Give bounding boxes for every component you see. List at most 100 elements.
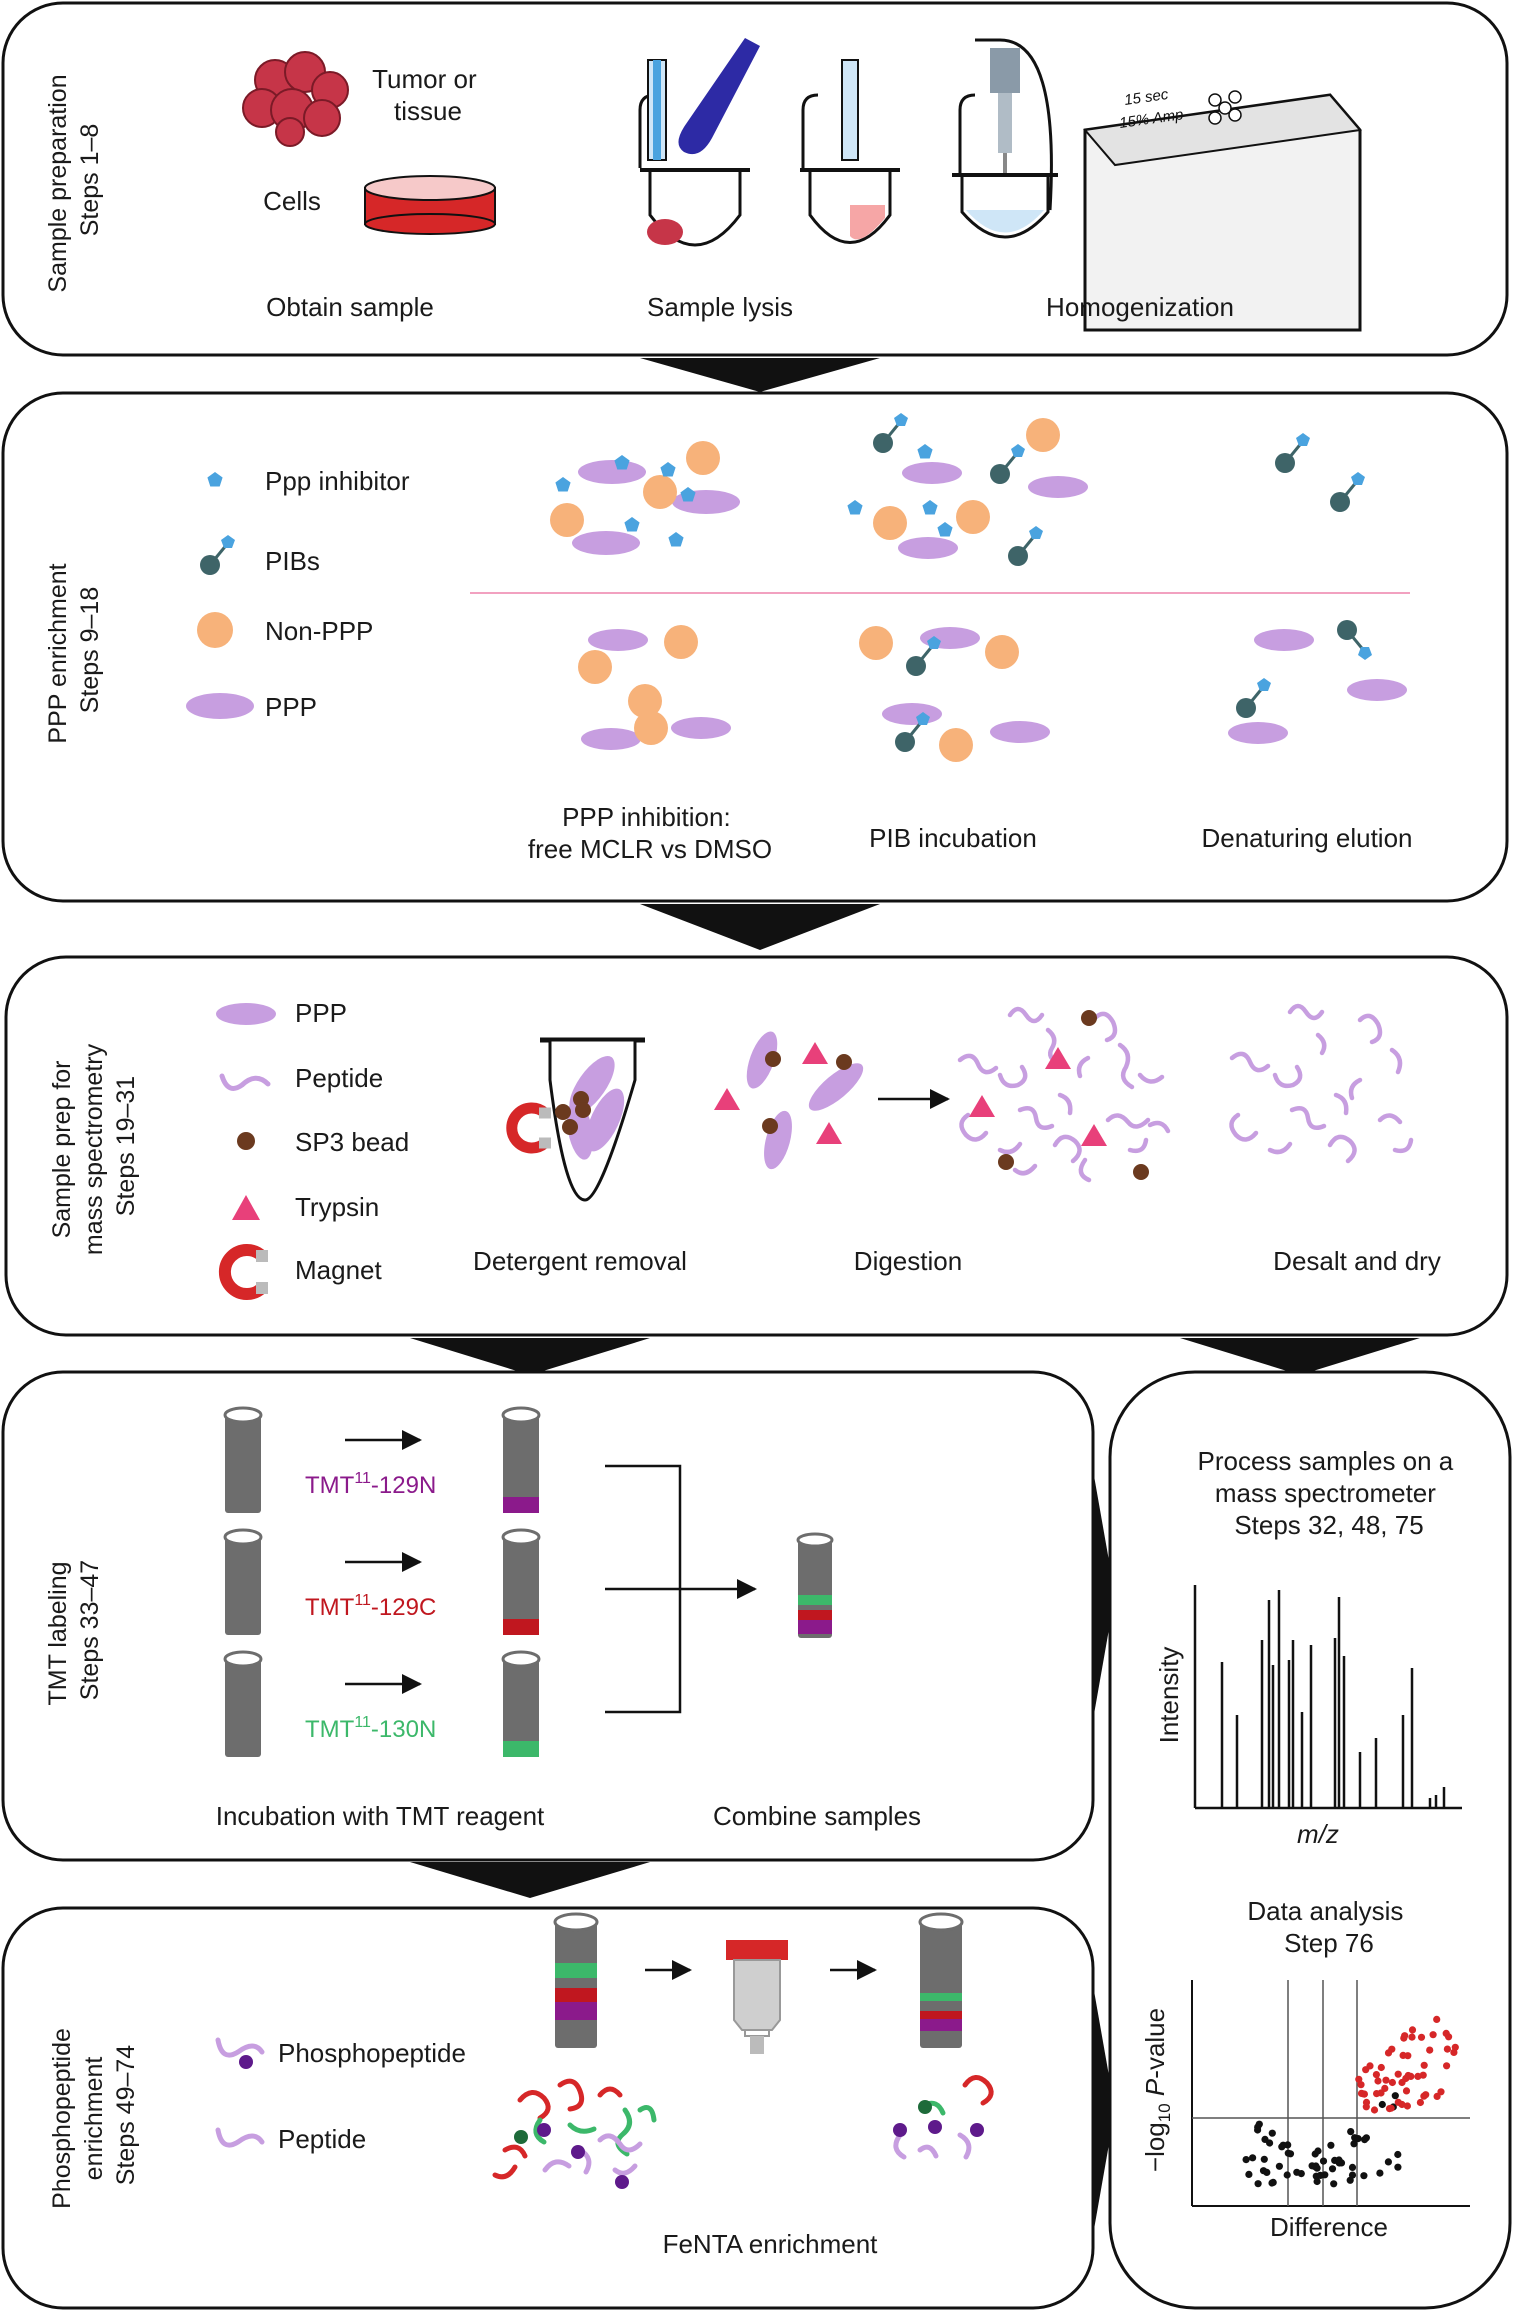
volcano-points-black [1242, 2092, 1402, 2188]
flow-arrow [1093, 1470, 1115, 1720]
volcano-point [1242, 2156, 1250, 2164]
flow-arrow [410, 1338, 650, 1375]
phosphopeptide-icon [215, 2037, 265, 2069]
ppp-icon [186, 693, 254, 719]
illustration-enriched-markers [893, 2100, 984, 2137]
volcano-point [1327, 2141, 1335, 2149]
volcano-point [1376, 2169, 1384, 2177]
volcano-plot [1191, 1980, 1470, 2207]
non-ppp-icon [197, 612, 233, 648]
volcano-point-significant [1374, 2077, 1382, 2085]
flow-arrow [410, 1862, 650, 1898]
step-digestion: Digestion [854, 1246, 962, 1276]
trypsin-icon [232, 1195, 260, 1220]
volcano-point-significant [1426, 2046, 1434, 2054]
volcano-xlabel: Difference [1270, 2212, 1388, 2242]
legend-trypsin: Trypsin [295, 1192, 379, 1222]
pipette-icon [638, 59, 667, 168]
ppp-icon [216, 1003, 276, 1025]
volcano-point-significant [1429, 2031, 1437, 2039]
magnet-icon [218, 1244, 268, 1300]
volcano-point [1394, 2150, 1402, 2159]
tube-icon [640, 168, 750, 247]
illustration-digestion-markers [969, 1010, 1149, 1180]
volcano-ylabel: −log10 P-value [1140, 2008, 1174, 2172]
illustration-mixed-peptides [492, 2078, 657, 2180]
side-label: Sample prep for mass spectrometry Steps … [48, 1037, 140, 1255]
volcano-point [1394, 2163, 1402, 2171]
tumor-label: Tumor or tissue [372, 64, 484, 126]
tube-icon [800, 59, 900, 244]
volcano-point [1314, 2147, 1322, 2155]
volcano-point-significant [1414, 2072, 1422, 2080]
step-sample-lysis: Sample lysis [647, 292, 793, 322]
tube-icon [501, 1406, 541, 1515]
volcano-point [1255, 2120, 1263, 2128]
sonicator-time: 15 sec [1123, 86, 1170, 109]
volcano-point-significant [1373, 2090, 1381, 2098]
illustration-phospho-markers [514, 2123, 629, 2189]
volcano-point [1245, 2170, 1253, 2178]
volcano-point-significant [1422, 2091, 1430, 2099]
combined-tube-icon [796, 1532, 834, 1638]
illustration-elution-bottom [1228, 618, 1407, 744]
legend-ppp: PPP [295, 998, 347, 1028]
panel-frame [1, 391, 1509, 903]
volcano-point [1260, 2155, 1268, 2163]
step-incubation-tmt: Incubation with TMT reagent [216, 1801, 545, 1831]
volcano-point-significant [1394, 2070, 1402, 2078]
tmt-reagent-129c: TMT11-129C [305, 1592, 436, 1621]
step-detergent-removal: Detergent removal [473, 1246, 687, 1276]
flow-arrow [640, 904, 880, 950]
spectrum-xlabel: m/z [1297, 1819, 1339, 1849]
volcano-point [1313, 2164, 1321, 2172]
flow-arrow [1180, 1338, 1420, 1375]
petri-dish-icon [364, 175, 496, 235]
volcano-point [1268, 2129, 1276, 2137]
step-ppp-inhibition: PPP inhibition: free MCLR vs DMSO [528, 802, 772, 864]
volcano-point-significant [1404, 2052, 1412, 2060]
volcano-point [1313, 2177, 1321, 2186]
mass-spectrum [1193, 1585, 1462, 1810]
volcano-point [1275, 2162, 1283, 2170]
volcano-point [1348, 2163, 1357, 2171]
volcano-points-red [1355, 2015, 1459, 2114]
volcano-point [1347, 2128, 1355, 2136]
peptide-icon [215, 2127, 265, 2148]
step-homogenization: Homogenization [1046, 292, 1234, 322]
panel-frame [4, 955, 1509, 1337]
sonicator-icon: 15 sec 15% Amp [952, 38, 1362, 332]
illustration-pib-incubation-top [847, 411, 1088, 568]
panel-tmt-labeling: TMT labeling Steps 33–47 TMT11-129N TMT1… [1, 1370, 1095, 1862]
volcano-point-significant [1357, 2089, 1366, 2097]
flow-arrow [1093, 1985, 1115, 2235]
illustration-enriched-peptides [893, 2075, 994, 2160]
volcano-point-significant [1401, 2032, 1409, 2040]
illustration-desalted-peptides [1229, 1003, 1414, 1164]
volcano-point-significant [1357, 2081, 1365, 2089]
illustration-ppp-inhibition-top [550, 441, 740, 555]
volcano-point [1391, 2092, 1399, 2100]
legend-pibs: PIBs [265, 546, 320, 576]
volcano-point-significant [1398, 2078, 1406, 2087]
combine-bracket [605, 1464, 757, 1714]
tube-icon [501, 1650, 541, 1759]
panel-phosphopeptide-enrichment: Phosphopeptide enrichment Steps 49–74 Ph… [1, 1906, 1095, 2310]
tumor-icon [242, 51, 349, 147]
volcano-point-significant [1443, 2045, 1451, 2053]
volcano-point [1284, 2149, 1292, 2157]
tube-icon [223, 1528, 263, 1637]
sp3-bead-icon [237, 1132, 255, 1150]
volcano-point [1261, 2135, 1269, 2143]
volcano-point-significant [1377, 2063, 1385, 2072]
spectrum-ylabel: Intensity [1154, 1647, 1184, 1744]
volcano-point-significant [1437, 2088, 1445, 2096]
volcano-point [1330, 2180, 1338, 2188]
volcano-point-significant [1416, 2098, 1424, 2107]
volcano-point [1361, 2136, 1369, 2144]
volcano-point [1293, 2168, 1301, 2176]
volcano-point [1254, 2180, 1262, 2188]
volcano-point-significant [1408, 2033, 1416, 2041]
peptide-icon [219, 1073, 271, 1091]
